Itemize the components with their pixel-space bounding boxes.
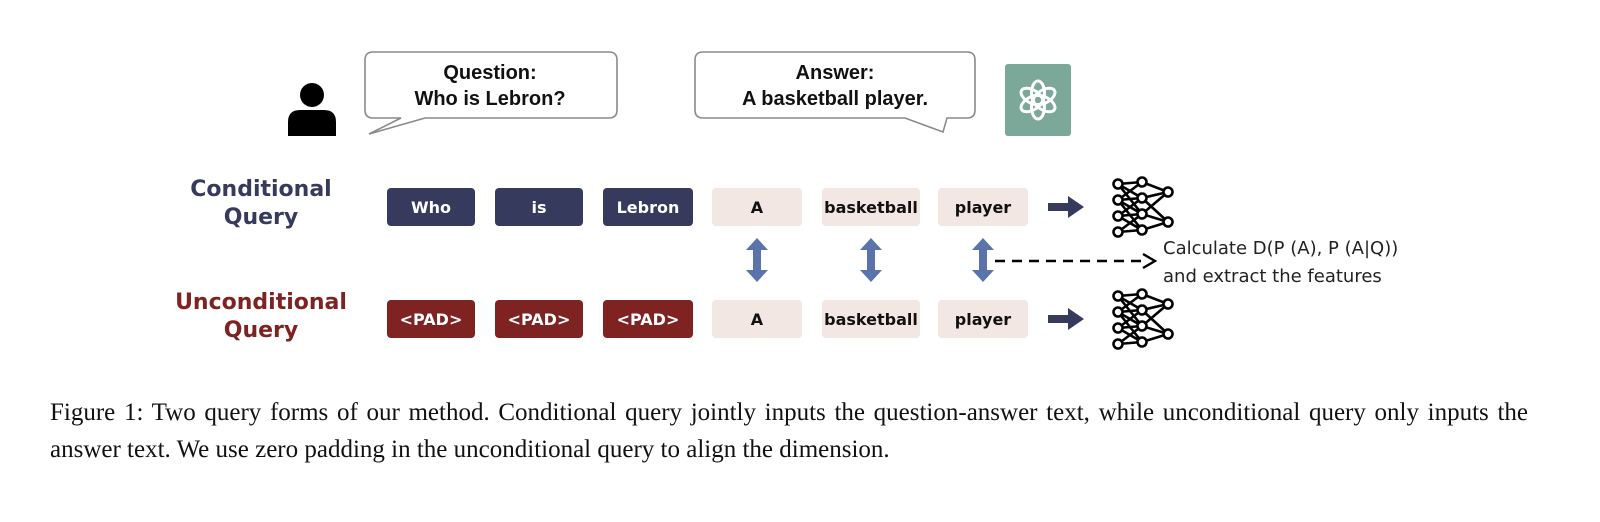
neural-network-icon [1112, 176, 1174, 238]
figure-caption: Figure 1: Two query forms of our method.… [50, 399, 1528, 463]
conditional-token-lebron: Lebron [603, 188, 693, 226]
unconditional-token-a: A [712, 300, 802, 338]
right-arrow-conditional [1048, 196, 1084, 218]
answer-bubble [694, 51, 976, 134]
answer-text: Answer: A basketball player. [695, 60, 975, 112]
double-arrow-basketball [860, 238, 882, 282]
question-label: Question: [443, 62, 537, 84]
conditional-query-label: Conditional Query [190, 177, 332, 230]
calculation-description: and extract the features [1163, 266, 1382, 287]
calculation-text: Calculate D(P (A), P (A|Q)) and extract … [1163, 235, 1453, 291]
double-arrow-a [746, 238, 768, 282]
unconditional-token-pad-1: <PAD> [387, 300, 475, 338]
unconditional-token-basketball: basketball [822, 300, 920, 338]
openai-logo-icon [1005, 64, 1071, 136]
question-content: Who is Lebron? [414, 88, 566, 110]
unconditional-token-pad-3: <PAD> [603, 300, 693, 338]
conditional-token-a: A [712, 188, 802, 226]
right-arrow-unconditional [1048, 308, 1084, 330]
unconditional-token-pad-2: <PAD> [495, 300, 583, 338]
conditional-token-is: is [495, 188, 583, 226]
unconditional-query-label: Unconditional Query [175, 290, 347, 343]
answer-content: A basketball player. [741, 88, 928, 110]
conditional-token-who: Who [387, 188, 475, 226]
conditional-token-basketball: basketball [822, 188, 920, 226]
question-bubble [364, 51, 618, 135]
dashed-arrow [995, 252, 1158, 270]
answer-label: Answer: [795, 62, 875, 84]
unconditional-token-player: player [938, 300, 1028, 338]
conditional-token-player: player [938, 188, 1028, 226]
calculation-formula: Calculate D(P (A), P (A|Q)) [1163, 238, 1399, 259]
person-icon [288, 83, 336, 136]
neural-network-icon [1112, 288, 1174, 350]
double-arrow-player [972, 238, 994, 282]
question-text: Question: Who is Lebron? [365, 60, 615, 112]
